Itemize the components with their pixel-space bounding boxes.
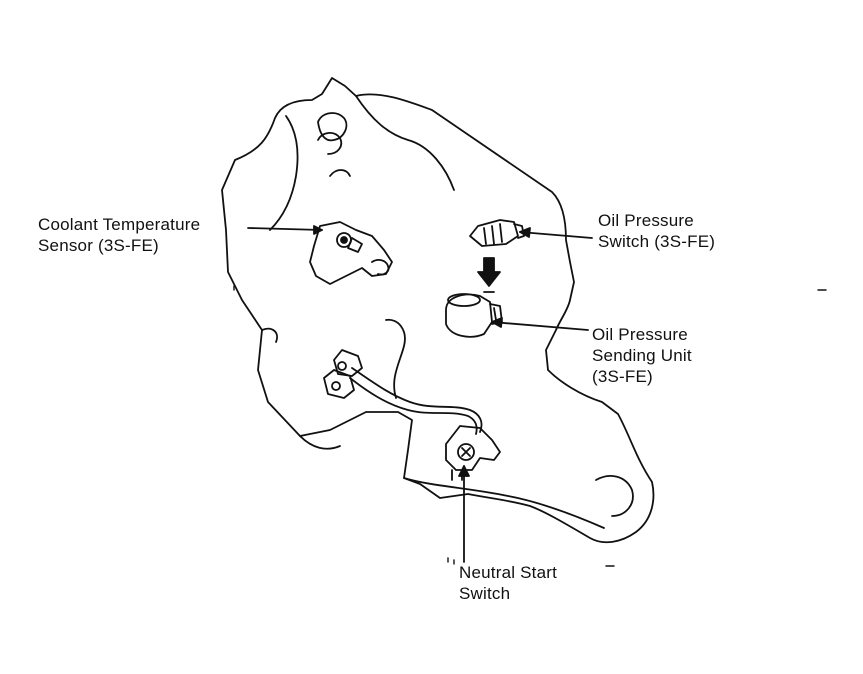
intake-runner-3	[329, 169, 351, 177]
connector-upper	[333, 349, 363, 377]
neutral-start-switch-label: Neutral Start Switch	[459, 562, 557, 604]
coolant-sensor-leader	[247, 227, 323, 231]
oil-pressure-switch-label-line-2: Switch (3S-FE)	[598, 232, 716, 251]
replacement-arrow-icon	[477, 257, 501, 287]
cam-cover-line	[269, 115, 299, 231]
oil-pressure-sending-unit-icon	[445, 293, 503, 338]
sending-unit-label-line-3: (3S-FE)	[592, 367, 653, 386]
coolant-sensor-label-line-1: Coolant Temperature	[38, 215, 201, 234]
starter-outline	[595, 475, 634, 517]
neutral-start-switch-label-line-1: Neutral Start	[459, 563, 558, 582]
head-edge	[355, 95, 455, 191]
neutral-start-switch-label-line-2: Switch	[459, 584, 511, 603]
coolant-temperature-sensor-icon	[309, 221, 393, 285]
connector-lower	[323, 369, 355, 399]
sending-unit-label-line-1: Oil Pressure	[592, 325, 688, 344]
sending-unit-label-line-2: Sending Unit	[592, 346, 692, 365]
engine-block-outline	[221, 77, 655, 544]
oil-pressure-switch-leader	[519, 231, 593, 239]
coolant-sensor-label-line-2: Sensor (3S-FE)	[38, 236, 159, 255]
block-rib-1	[261, 327, 278, 343]
coolant-temperature-sensor-label: Coolant Temperature Sensor (3S-FE)	[38, 214, 200, 256]
neutral-start-switch-icon	[445, 425, 501, 481]
intake-runner-2	[317, 132, 343, 155]
wiring-harness	[323, 349, 483, 435]
sending-unit-leader	[491, 321, 589, 331]
oil-pressure-switch-label-line-1: Oil Pressure	[598, 211, 694, 230]
oil-pressure-switch-label: Oil Pressure Switch (3S-FE)	[598, 210, 715, 252]
transaxle-flange	[385, 318, 406, 399]
scan-marks	[233, 285, 827, 567]
oil-pressure-sending-unit-label: Oil Pressure Sending Unit (3S-FE)	[592, 324, 692, 387]
block-rib-2	[299, 435, 341, 450]
leader-lines	[247, 225, 593, 563]
intake-runner-1	[317, 112, 348, 142]
oil-pan-line	[403, 477, 605, 529]
oil-pressure-switch-icon	[469, 219, 525, 247]
